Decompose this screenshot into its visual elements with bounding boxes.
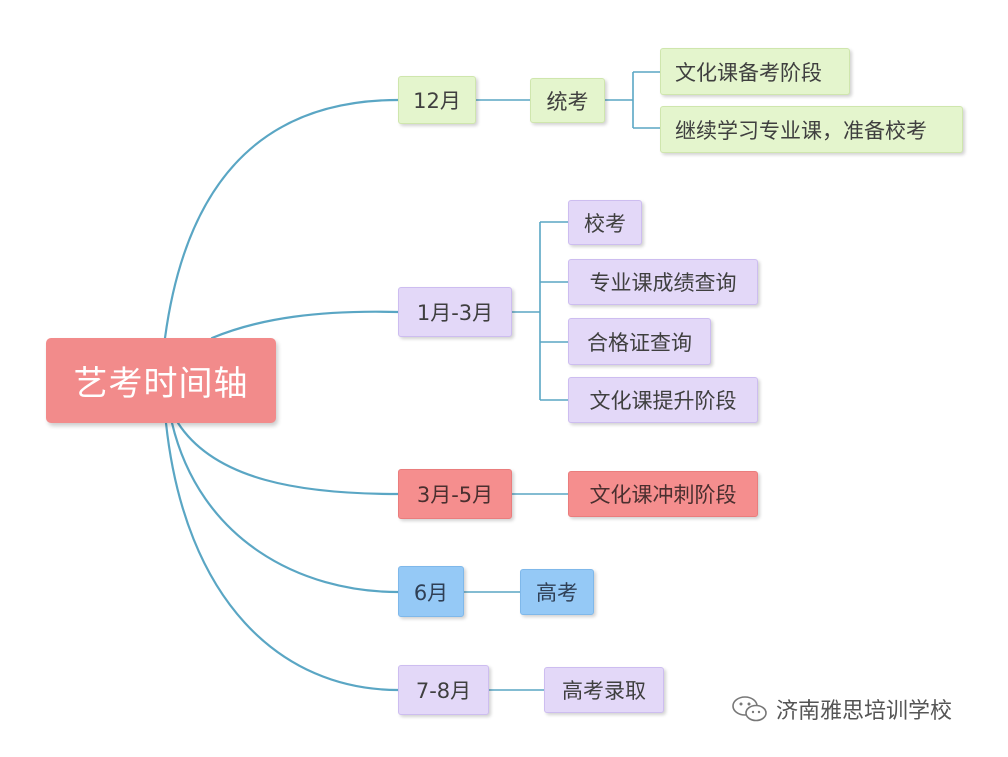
connector-root-7-8 [164,421,400,692]
node-continue-major-prepare-school-exam[interactable]: 继续学习专业课，准备校考 [660,106,963,153]
branch-1-3-month[interactable]: 1月-3月 [398,287,512,337]
connector-root-1-3 [210,310,400,340]
branch-3-5-month[interactable]: 3月-5月 [398,469,512,519]
node-major-score-query[interactable]: 专业课成绩查询 [568,259,758,305]
connector-root-3-5 [176,421,400,496]
connector-root-12 [163,98,400,340]
node-tongkao[interactable]: 统考 [530,78,605,123]
connector-tongkao-bracket [605,71,660,129]
root-node[interactable]: 艺考时间轴 [46,338,276,423]
node-gaokao-admission[interactable]: 高考录取 [544,667,664,713]
node-culture-prep-stage[interactable]: 文化课备考阶段 [660,48,850,95]
node-culture-improve-stage[interactable]: 文化课提升阶段 [568,377,758,423]
node-qualification-query[interactable]: 合格证查询 [568,318,711,365]
watermark: 济南雅思培训学校 [730,693,952,725]
connector-root-6 [170,421,400,594]
connector-1-3-bracket [512,221,568,401]
node-culture-sprint-stage[interactable]: 文化课冲刺阶段 [568,471,758,517]
wechat-icon [732,696,767,722]
branch-6-month[interactable]: 6月 [398,566,464,617]
node-gaokao[interactable]: 高考 [520,569,594,615]
branch-7-8-month[interactable]: 7-8月 [398,665,489,715]
watermark-text: 济南雅思培训学校 [776,699,953,724]
node-xiaokao[interactable]: 校考 [568,200,642,245]
branch-12-month[interactable]: 12月 [398,76,476,124]
